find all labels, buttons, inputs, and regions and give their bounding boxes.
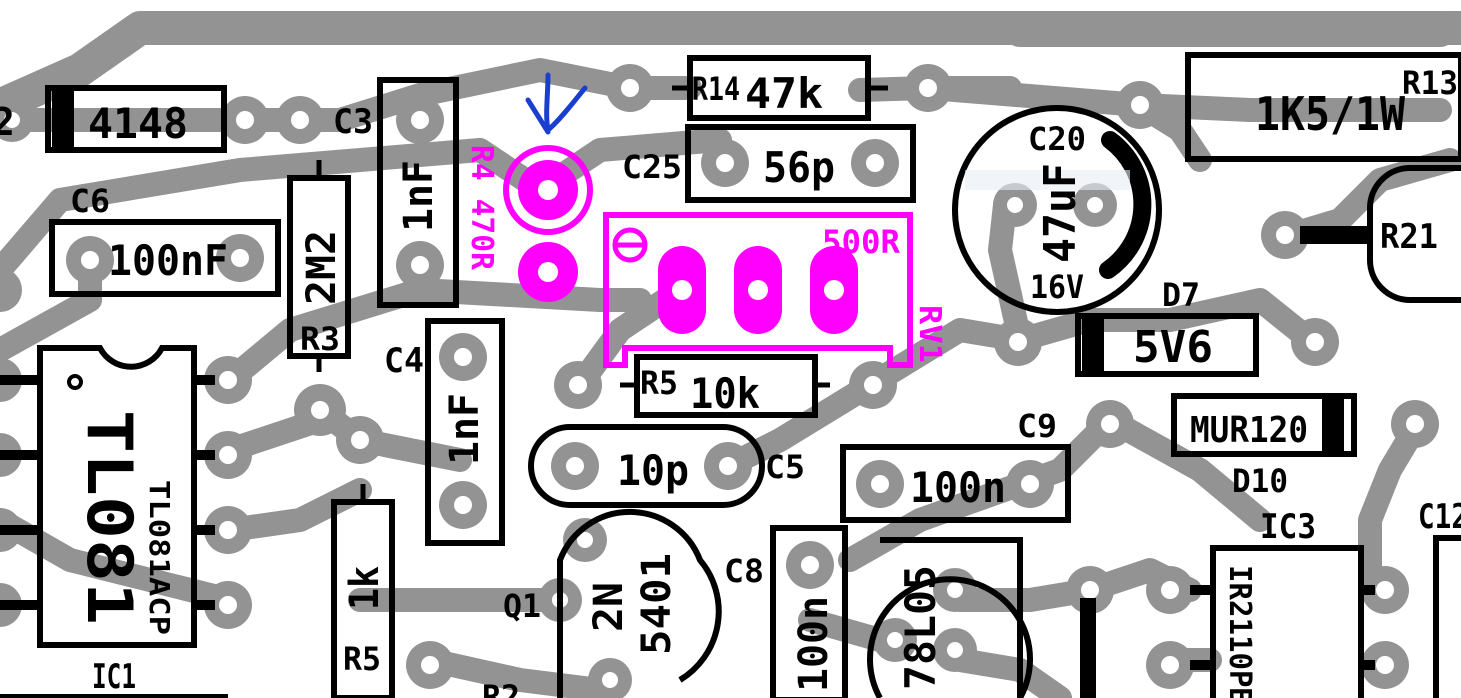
label-ic3: IC3: [1260, 507, 1316, 547]
label-ic3-value: IR2110PB: [1222, 565, 1257, 698]
highlighted-components: [503, 145, 913, 368]
label-partial-2: 2: [0, 100, 15, 144]
label-r13: R13: [1402, 64, 1458, 102]
label-c20: C20: [1028, 120, 1086, 158]
label-c8-value: 100n: [791, 596, 837, 692]
label-r2-partial: R2: [482, 678, 520, 698]
copper-pads: [0, 64, 1439, 698]
label-c4-value: 1nF: [442, 393, 488, 465]
silkscreen-outlines: [0, 52, 1461, 698]
label-c8: C8: [724, 552, 764, 590]
silkscreen-labels: 4148 2 C3 C6 100nF 1nF 2M2 R3 R14 47k C2…: [0, 64, 1461, 698]
label-q1-value-b: 5401: [634, 553, 680, 655]
label-r5-top-value: 10k: [690, 369, 760, 418]
label-d10: D10: [1232, 462, 1288, 500]
label-d2-partial: 4148: [88, 99, 188, 148]
label-c20-voltage: 16V: [1030, 268, 1084, 306]
label-rv1: RV1: [912, 305, 947, 363]
label-r5-bottom-value: 1k: [342, 566, 388, 610]
label-d7: D7: [1162, 276, 1200, 314]
label-ic1-part: TL081ACP: [143, 480, 176, 635]
label-d10-value: MUR120: [1190, 410, 1308, 451]
label-r13-value: 1K5/1W: [1255, 87, 1405, 141]
label-c3: C3: [333, 102, 373, 142]
label-r14: R14: [692, 70, 740, 108]
label-d7-value: 5V6: [1133, 322, 1213, 373]
label-ic1: IC1: [92, 657, 136, 697]
label-r14-value: 47k: [745, 69, 823, 118]
label-r21: R21: [1380, 217, 1438, 257]
label-c5-value: 10p: [617, 446, 689, 495]
faint-overlay: [965, 170, 1130, 190]
label-rv1-value: 500R: [822, 223, 901, 261]
label-c12: C12: [1418, 497, 1461, 537]
label-78l05: 78L05: [896, 565, 945, 690]
label-q1-value-a: 2N: [586, 582, 632, 632]
label-c6: C6: [70, 182, 110, 220]
label-q1: Q1: [503, 587, 541, 625]
label-c25: C25: [622, 148, 682, 186]
label-c20-value: 47uF: [1035, 163, 1086, 263]
label-c9-value: 100n: [910, 463, 1006, 512]
label-r5-top: R5: [640, 364, 678, 402]
label-r3-value: 2M2: [299, 230, 345, 305]
annotation-arrow-icon: [525, 72, 588, 135]
label-r4: R4 470R: [464, 145, 499, 271]
label-c5: C5: [765, 448, 805, 486]
label-c3-value: 1nF: [396, 160, 442, 232]
label-r3: R3: [300, 320, 340, 358]
label-c25-value: 56p: [763, 143, 835, 192]
label-c4: C4: [384, 341, 424, 381]
label-c6-value: 100nF: [108, 236, 228, 285]
label-ic1-value: TL081: [73, 410, 146, 625]
label-c9: C9: [1017, 407, 1057, 445]
label-r5-bottom: R5: [343, 640, 381, 678]
